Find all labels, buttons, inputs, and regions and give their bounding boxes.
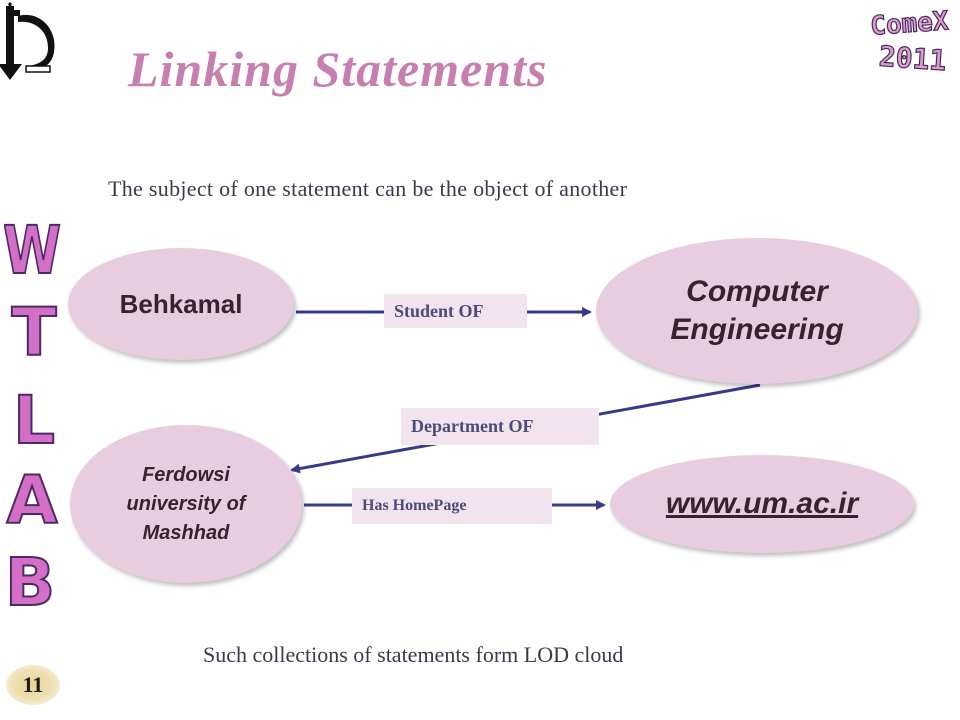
node-computer-engineering: Computer Engineering bbox=[596, 238, 918, 384]
edge-label-has-homepage: Has HomePage bbox=[352, 488, 552, 524]
node-website-link[interactable]: www.um.ac.ir bbox=[665, 487, 859, 520]
comex-logo-line2: 2011 bbox=[878, 40, 948, 76]
wtlab-letter-t: T bbox=[11, 294, 56, 371]
wtlab-letter-a: A bbox=[6, 462, 57, 539]
wtlab-letter-w: W bbox=[4, 213, 61, 289]
node-fum-line3: Mashhad bbox=[142, 521, 230, 544]
slide-title: Linking Statements bbox=[128, 41, 548, 97]
page-number: 11 bbox=[22, 672, 44, 697]
node-behkamal-label: Behkamal bbox=[119, 288, 243, 319]
node-ferdowsi-university: Ferdowsi university of Mashhad bbox=[70, 425, 302, 583]
node-ce-line1: Computer bbox=[686, 275, 828, 308]
page-number-badge: 11 bbox=[6, 665, 60, 705]
subtitle-text: The subject of one statement can be the … bbox=[108, 176, 628, 201]
node-fum-line1: Ferdowsi bbox=[142, 463, 230, 486]
wtlab-letter-b: B bbox=[5, 544, 55, 615]
footer-text: Such collections of statements form LOD … bbox=[203, 642, 624, 667]
wtlab-letter-l: L bbox=[13, 382, 55, 459]
node-website[interactable]: www.um.ac.ir bbox=[610, 455, 914, 553]
comex-logo-line1: ComeX bbox=[869, 6, 950, 41]
wtlab-vertical-logo: W T L A B bbox=[4, 212, 62, 615]
edge-label-student-of: Student OF bbox=[384, 294, 527, 328]
comex-2011-logo: ComeX 2011 bbox=[869, 6, 951, 76]
edge-label-department-of: Department OF bbox=[401, 408, 599, 445]
node-ce-line2: Engineering bbox=[670, 313, 844, 346]
node-behkamal: Behkamal bbox=[68, 248, 294, 360]
pen-logo-icon bbox=[0, 2, 55, 80]
node-fum-line2: university of bbox=[126, 492, 246, 515]
